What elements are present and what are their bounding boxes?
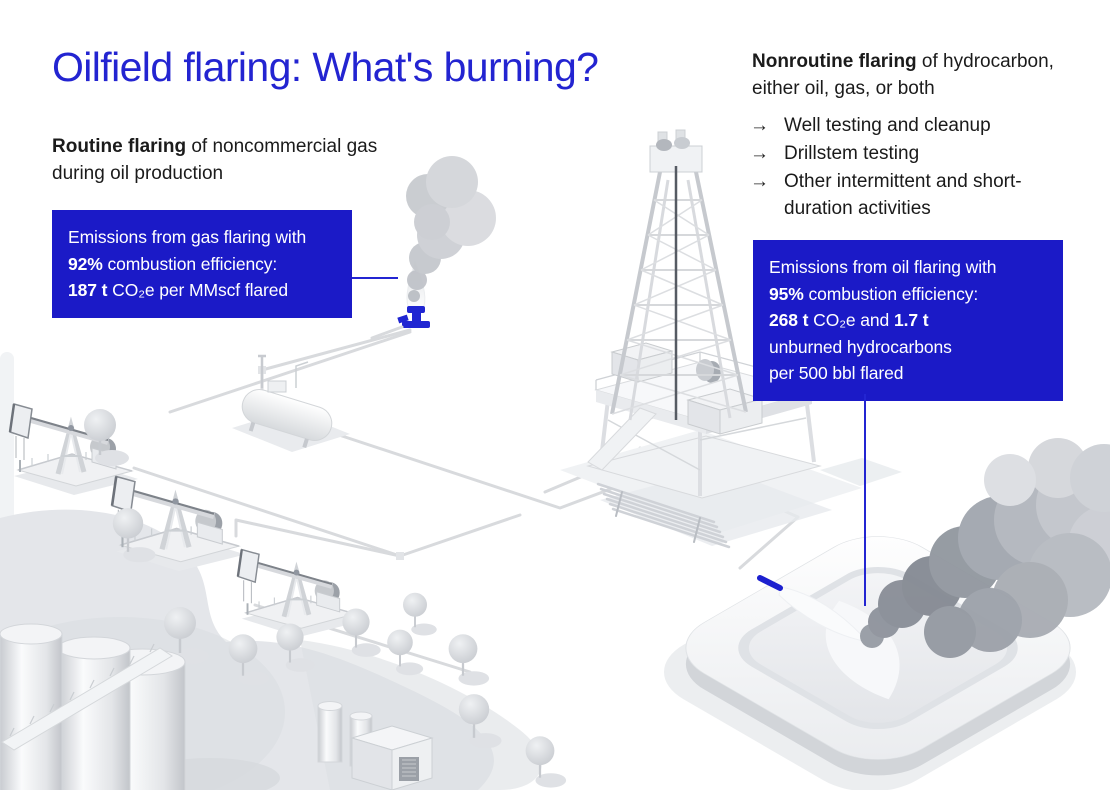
storage-tanks [0, 623, 434, 790]
oil-flaring-callout: Emissions from oil flaring with 95% comb… [753, 240, 1063, 401]
gas-flaring-callout: Emissions from gas flaring with 92% comb… [52, 210, 352, 318]
pipe-rack [596, 482, 731, 549]
rig-ramp [587, 407, 657, 471]
page-title: Oilfield flaring: What's burning? [52, 44, 599, 90]
nonroutine-flaring-term: Nonroutine flaring [752, 51, 917, 72]
oil-callout-connector-line [864, 394, 866, 606]
nonroutine-activities-list: → Well testing and cleanup → Drillstem t… [750, 112, 1080, 223]
gas-callout-line-3: 187 t CO₂e per MMscf flared [68, 280, 289, 300]
drilling-rig [586, 129, 822, 499]
nonroutine-flaring-description: of hydrocarbon, either oil, gas, or both [752, 51, 1054, 99]
derrick [610, 129, 748, 421]
separator-tank [232, 354, 350, 452]
routine-flaring-heading: Routine flaring of noncommercial gas dur… [52, 133, 382, 187]
catwalk [1, 643, 173, 751]
bullet-label: Drillstem testing [784, 143, 920, 164]
arrow-icon: → [750, 171, 769, 192]
oil-callout-line-2: 95% combustion efficiency: [769, 283, 979, 304]
oil-smoke-plume [860, 438, 1110, 658]
oil-callout-line-1: Emissions from oil flaring with [769, 257, 997, 277]
arrow-icon: → [750, 115, 769, 136]
oil-callout-line-5: per 500 bbl flared [769, 363, 904, 383]
gas-callout-line-1: Emissions from gas flaring with [68, 227, 307, 247]
gas-smoke-plume [406, 156, 496, 302]
gas-callout-line-2: 92% combustion efficiency: [68, 253, 278, 274]
nonroutine-flaring-heading: Nonroutine flaring of hydrocarbon, eithe… [752, 48, 1094, 102]
building [350, 725, 434, 790]
gas-callout-connector-line [352, 277, 398, 279]
arrow-icon: → [750, 143, 769, 164]
pit-flare-nozzle [757, 575, 783, 591]
bullet-label: Well testing and cleanup [784, 115, 991, 136]
list-item: → Other intermittent and short-duration … [750, 168, 1080, 222]
flare-valve [397, 306, 430, 328]
routine-flaring-term: Routine flaring [52, 136, 187, 157]
oil-callout-line-3: 268 t CO₂e and 1.7 t [769, 310, 929, 330]
list-item: → Well testing and cleanup [750, 112, 1080, 139]
flare-pit [663, 536, 1077, 790]
bullet-label: Other intermittent and short-duration ac… [784, 171, 1022, 219]
routine-flaring-description: of noncommercial gas during oil producti… [52, 136, 378, 184]
oil-callout-line-4: unburned hydrocarbons [769, 336, 952, 357]
list-item: → Drillstem testing [750, 140, 1080, 167]
pumpjack-3 [238, 550, 361, 637]
